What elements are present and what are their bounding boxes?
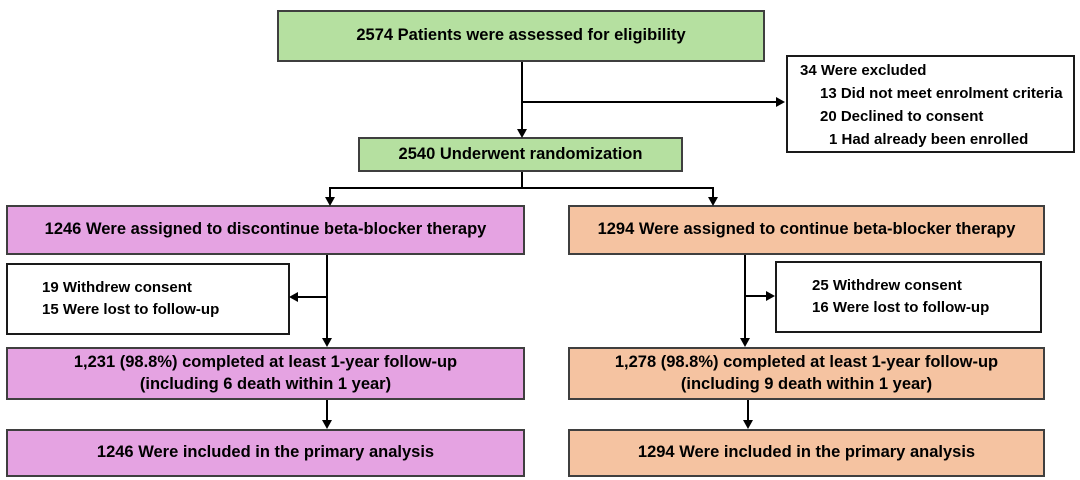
excluded-box: 34 Were excluded 13 Did not meet enrolme… [786,55,1075,153]
continue-primary-analysis-box: 1294 Were included in the primary analys… [568,429,1045,477]
connector-continue-spine [744,255,746,339]
arrowhead-right-icon [776,97,785,107]
withdrawal-line: 25 Withdrew consent [812,276,962,294]
excluded-line: 34 Were excluded [800,62,927,79]
connector-split-right [712,187,714,197]
connector-discontinue-to-primary [326,400,328,421]
discontinue-primary-analysis-box: 1246 Were included in the primary analys… [6,429,525,477]
eligibility-box: 2574 Patients were assessed for eligibil… [277,10,765,62]
arrowhead-down-icon [517,129,527,138]
discontinue-followup-box: 1,231 (98.8%) completed at least 1-year … [6,347,525,400]
followup-line: (including 9 death within 1 year) [680,374,933,393]
connector-split-left [329,187,331,197]
continue-followup-box: 1,278 (98.8%) completed at least 1-year … [568,347,1045,400]
continue-assigned-label: 1294 Were assigned to continue beta-bloc… [597,220,1016,239]
excluded-line: 13 Did not meet enrolment criteria [820,84,1063,102]
eligibility-label: 2574 Patients were assessed for eligibil… [356,26,686,45]
arrowhead-down-icon [708,197,718,206]
randomization-box: 2540 Underwent randomization [358,137,683,172]
connector-continue-to-primary [747,400,749,421]
connector-to-discontinue-withdrawals [298,296,328,298]
continue-withdrawals-box: 25 Withdrew consent 16 Were lost to foll… [775,261,1042,333]
arrowhead-down-icon [740,338,750,347]
connector-eligibility-to-randomization [521,62,523,130]
primary-analysis-label: 1246 Were included in the primary analys… [96,443,435,462]
excluded-line: 1 Had already been enrolled [829,130,1029,148]
connector-to-continue-withdrawals [745,295,767,297]
withdrawal-line: 19 Withdrew consent [42,278,192,296]
arrowhead-down-icon [325,197,335,206]
randomization-label: 2540 Underwent randomization [398,144,643,163]
discontinue-assigned-box: 1246 Were assigned to discontinue beta-b… [6,205,525,255]
arrowhead-left-icon [289,292,298,302]
continue-assigned-box: 1294 Were assigned to continue beta-bloc… [568,205,1045,255]
arrowhead-down-icon [322,338,332,347]
discontinue-withdrawals-box: 19 Withdrew consent 15 Were lost to foll… [6,263,290,335]
arrowhead-down-icon [743,420,753,429]
arrowhead-right-icon [766,291,775,301]
connector-to-excluded [522,101,776,103]
followup-line: 1,231 (98.8%) completed at least 1-year … [73,352,458,371]
withdrawal-line: 15 Were lost to follow-up [42,301,220,318]
arrowhead-down-icon [322,420,332,429]
connector-split-bar [329,187,714,189]
connector-randomization-stem [521,172,523,189]
withdrawal-line: 16 Were lost to follow-up [812,299,990,316]
followup-line: 1,278 (98.8%) completed at least 1-year … [614,352,999,371]
followup-line: (including 6 death within 1 year) [139,374,392,393]
discontinue-assigned-label: 1246 Were assigned to discontinue beta-b… [44,220,487,239]
excluded-line: 20 Declined to consent [820,107,984,125]
primary-analysis-label: 1294 Were included in the primary analys… [637,443,976,462]
